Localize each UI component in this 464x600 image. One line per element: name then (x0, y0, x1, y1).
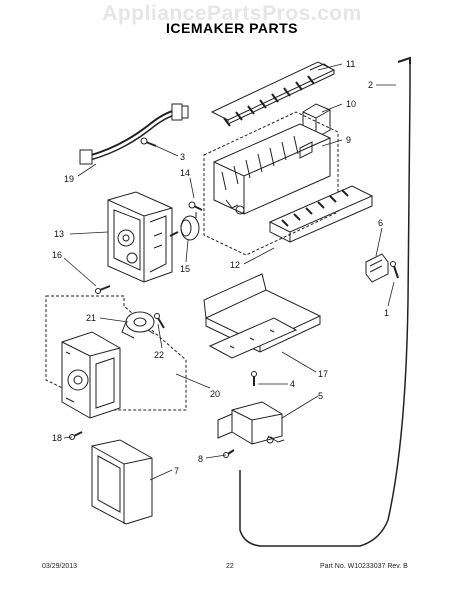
part-ejector-rake (210, 61, 336, 127)
callout-1: 1 (384, 308, 389, 318)
part-screw-8 (223, 449, 235, 458)
callout-9: 9 (346, 135, 351, 145)
part-fill-tube (239, 56, 411, 547)
callout-12: 12 (230, 260, 240, 270)
callout-17: 17 (318, 369, 328, 379)
callout-3: 3 (180, 152, 185, 162)
part-screw-22 (154, 313, 165, 329)
callout-5: 5 (318, 391, 323, 401)
part-valve-bracket (217, 401, 285, 445)
part-motor-gear (169, 215, 200, 241)
callout-6: 6 (378, 218, 383, 228)
part-screw-4 (251, 371, 257, 386)
part-screw-1 (390, 261, 399, 279)
part-ice-mold (213, 123, 331, 215)
callout-14: 14 (180, 168, 190, 178)
part-motor (121, 311, 155, 339)
part-control-module (61, 331, 121, 419)
callout-15: 15 (180, 264, 190, 274)
part-fill-cup (268, 185, 374, 243)
callout-4: 4 (290, 379, 295, 389)
callout-18: 18 (52, 433, 62, 443)
part-control-housing (107, 191, 173, 283)
callout-19: 19 (64, 174, 74, 184)
footer-part-number: Part No. W10233037 Rev. B (320, 563, 408, 570)
part-screw-16 (95, 285, 111, 294)
callout-22: 22 (154, 350, 164, 360)
part-screw-3 (140, 137, 157, 147)
leader-lines (63, 63, 396, 481)
callout-20: 20 (210, 389, 220, 399)
callout-13: 13 (54, 229, 64, 239)
callout-labels: 11 2 10 9 3 19 14 13 15 12 6 16 1 21 22 … (52, 59, 389, 476)
footer-page-number: 22 (226, 563, 234, 570)
part-wire-harness (79, 103, 189, 165)
page-title: ICEMAKER PARTS (166, 20, 298, 36)
callout-16: 16 (52, 250, 62, 260)
part-cover-box (91, 439, 153, 525)
part-bracket (203, 273, 322, 359)
callout-2: 2 (368, 80, 373, 90)
footer-date: 03/29/2013 (42, 563, 78, 570)
callout-10: 10 (346, 99, 356, 109)
part-screw-18 (69, 431, 83, 440)
part-screw-14 (188, 201, 203, 218)
callout-7: 7 (174, 466, 179, 476)
watermark: AppliancePartsPros.com (102, 2, 362, 25)
callout-8: 8 (198, 454, 203, 464)
callout-11: 11 (346, 59, 355, 69)
part-clip (365, 253, 389, 283)
module-dashed-outline (45, 295, 187, 411)
mold-dashed-outline (203, 111, 339, 256)
callout-21: 21 (86, 313, 96, 323)
